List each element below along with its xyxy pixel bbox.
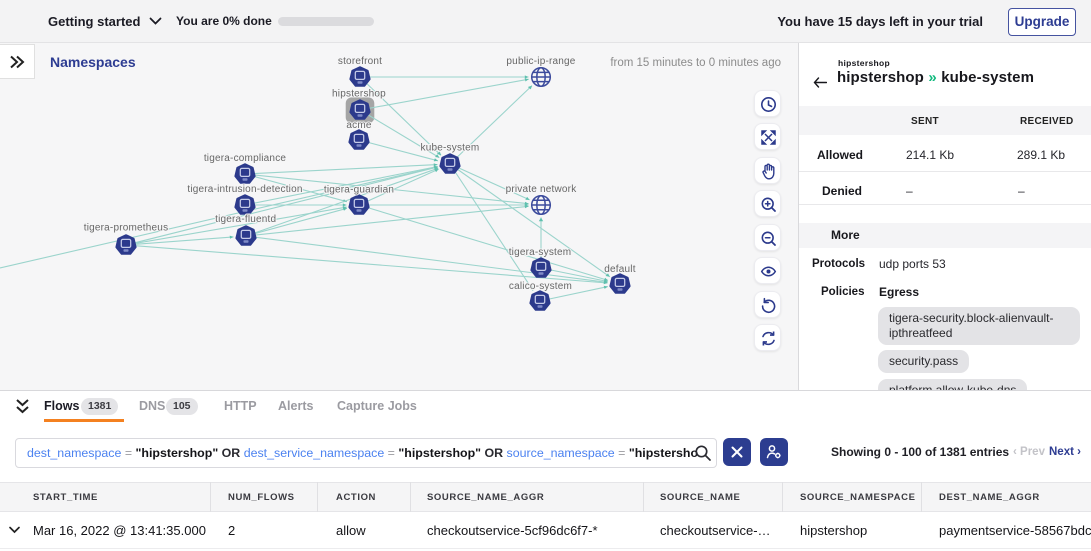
svg-text:public-ip-range: public-ip-range xyxy=(506,56,575,67)
svg-text:tigera-prometheus: tigera-prometheus xyxy=(84,223,169,234)
svg-text:tigera-compliance: tigera-compliance xyxy=(204,153,287,164)
svg-text:tigera-intrusion-detection: tigera-intrusion-detection xyxy=(187,184,302,195)
svg-text:acme: acme xyxy=(346,120,371,131)
svg-text:tigera-fluentd: tigera-fluentd xyxy=(215,214,276,225)
svg-text:hipstershop: hipstershop xyxy=(332,89,386,100)
svg-text:tigera-guardian: tigera-guardian xyxy=(324,185,394,196)
svg-text:storefront: storefront xyxy=(338,56,382,67)
svg-text:private network: private network xyxy=(506,184,578,195)
svg-text:calico-system: calico-system xyxy=(509,281,572,292)
svg-text:default: default xyxy=(604,264,635,275)
svg-text:kube-system: kube-system xyxy=(421,143,480,154)
svg-text:tigera-system: tigera-system xyxy=(509,247,572,258)
